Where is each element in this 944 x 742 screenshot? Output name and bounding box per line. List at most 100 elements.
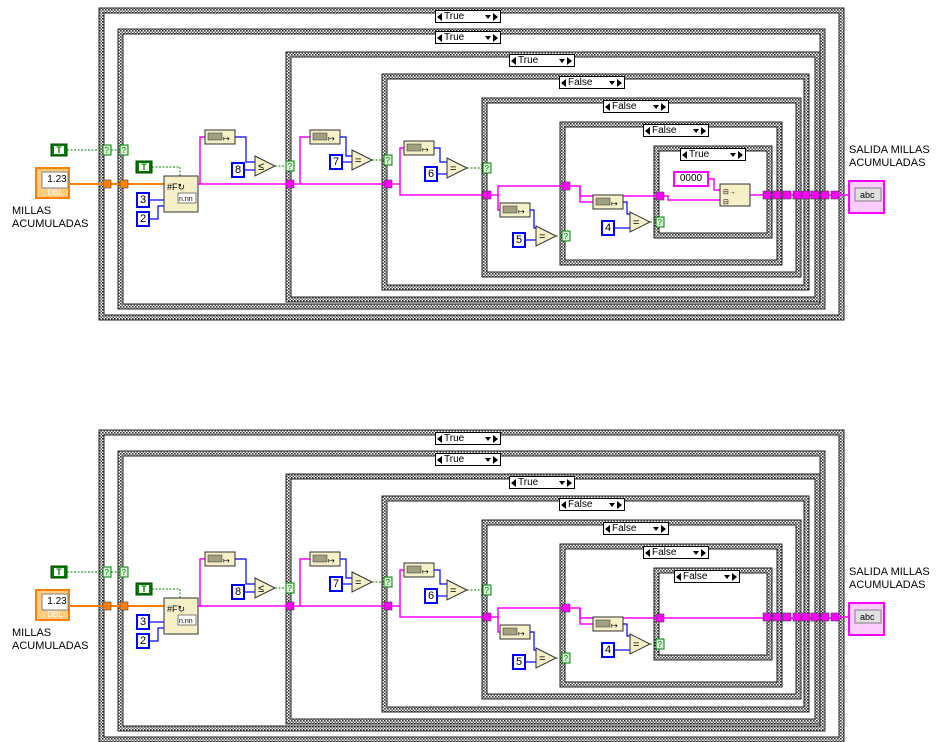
string-length-node-1-arrow: ↦ — [223, 134, 230, 143]
selector-next-arrow[interactable] — [617, 78, 622, 87]
bool-wire-2 — [152, 166, 181, 176]
string-wire-main-3 — [388, 605, 487, 618]
selector-prev-arrow[interactable] — [561, 500, 566, 509]
bool-constant-bool_constant_2-face — [139, 585, 149, 593]
selector-dropdown-arrow[interactable] — [693, 550, 699, 555]
case-selector-2[interactable]: True — [509, 54, 575, 67]
selector-next-arrow[interactable] — [617, 500, 622, 509]
compare-node-8-sym: ≤ — [258, 583, 264, 595]
selector-next-arrow[interactable] — [493, 33, 498, 42]
selector-dropdown-arrow[interactable] — [609, 502, 615, 507]
numeric-constant-compare_8: 8 — [234, 164, 242, 176]
selector-dropdown-arrow[interactable] — [609, 80, 615, 85]
case-selector-0[interactable]: True — [435, 10, 501, 23]
case-selector-4[interactable]: False — [603, 100, 669, 113]
string-length-node-3-glyph — [406, 143, 422, 152]
selector-dropdown-arrow[interactable] — [485, 436, 491, 441]
selector-terminal-6-q: ? — [564, 232, 569, 241]
string-length-node-4-arrow: ↦ — [518, 207, 525, 216]
tunnel-orange-2 — [119, 601, 129, 611]
string-length-node-2-glyph — [312, 132, 328, 141]
int-wire-size-1 — [235, 136, 255, 163]
case-selector-13[interactable]: False — [674, 570, 740, 583]
case-selector-1[interactable]: True — [435, 31, 501, 44]
selector-dropdown-arrow[interactable] — [559, 58, 565, 63]
compare-node-7 — [351, 571, 374, 593]
compare-node-6 — [446, 157, 469, 179]
selector-prev-arrow[interactable] — [676, 572, 681, 581]
case-selector-3[interactable]: False — [559, 76, 625, 89]
selector-prev-arrow[interactable] — [561, 78, 566, 87]
string-length-node-5-glyph — [595, 619, 611, 628]
selector-prev-arrow[interactable] — [645, 548, 650, 557]
selector-dropdown-arrow[interactable] — [653, 104, 659, 109]
output-label: SALIDA MILLAS ACUMULADAS — [849, 144, 930, 169]
string-wire-main-3 — [388, 183, 487, 196]
nts-glyph-box — [177, 192, 197, 204]
string-wire-const — [708, 178, 720, 191]
selector-prev-arrow[interactable] — [645, 126, 650, 135]
compare-node-8-sym: ≤ — [258, 161, 264, 173]
selector-next-arrow[interactable] — [661, 524, 666, 533]
int-wire-2 — [149, 627, 164, 642]
dbl-tag: DBL — [47, 610, 63, 619]
selector-dropdown-arrow[interactable] — [485, 457, 491, 462]
tunnel-orange-1 — [102, 179, 112, 189]
case-selector-5[interactable]: False — [643, 124, 709, 137]
selector-next-arrow[interactable] — [567, 478, 572, 487]
selector-dropdown-arrow[interactable] — [693, 128, 699, 133]
selector-prev-arrow[interactable] — [437, 434, 442, 443]
selector-prev-arrow[interactable] — [605, 524, 610, 533]
selector-next-arrow[interactable] — [493, 455, 498, 464]
selector-dropdown-arrow[interactable] — [485, 14, 491, 19]
nts-glyph-box — [177, 614, 197, 626]
selector-prev-arrow[interactable] — [437, 12, 442, 21]
tunnel-out-4 — [792, 612, 802, 622]
case-selector-6[interactable]: True — [680, 148, 746, 161]
selector-prev-arrow[interactable] — [437, 455, 442, 464]
selector-next-arrow[interactable] — [732, 572, 737, 581]
string-wire-to-size-3 — [399, 147, 404, 184]
selector-value: True — [518, 55, 539, 66]
tunnel-out-7 — [820, 190, 830, 200]
case-selector-12[interactable]: False — [643, 546, 709, 559]
selector-dropdown-arrow[interactable] — [730, 152, 736, 157]
selector-next-arrow[interactable] — [701, 126, 706, 135]
selector-value: True — [689, 149, 710, 160]
selector-prev-arrow[interactable] — [511, 56, 516, 65]
selector-prev-arrow[interactable] — [511, 478, 516, 487]
string-length-node-3-arrow: ↦ — [422, 145, 429, 154]
selector-prev-arrow[interactable] — [682, 150, 687, 159]
selector-dropdown-arrow[interactable] — [485, 35, 491, 40]
case-selector-8[interactable]: True — [435, 453, 501, 466]
selector-next-arrow[interactable] — [661, 102, 666, 111]
selector-dropdown-arrow[interactable] — [559, 480, 565, 485]
tunnel-out-7 — [820, 612, 830, 622]
int-wire-size-2 — [340, 558, 352, 579]
tunnel-out-2 — [772, 612, 782, 622]
case-selector-10[interactable]: False — [559, 498, 625, 511]
case-selector-11[interactable]: False — [603, 522, 669, 535]
compare-node-5-sym: = — [539, 231, 545, 243]
dbl-tag: DBL — [47, 188, 63, 197]
tunnel-out-1 — [762, 612, 772, 622]
selector-terminal-7 — [655, 638, 665, 650]
selector-prev-arrow[interactable] — [605, 102, 610, 111]
selector-next-arrow[interactable] — [567, 56, 572, 65]
case-selector-9[interactable]: True — [509, 476, 575, 489]
input-label: MILLAS ACUMULADAS — [12, 627, 89, 652]
selector-dropdown-arrow[interactable] — [724, 574, 730, 579]
string-wire-to-size-4 — [497, 617, 500, 633]
nts-glyph-2: n.nn — [179, 618, 193, 625]
selector-next-arrow[interactable] — [738, 150, 743, 159]
selector-next-arrow[interactable] — [493, 12, 498, 21]
case-selector-7[interactable]: True — [435, 432, 501, 445]
selector-next-arrow[interactable] — [493, 434, 498, 443]
selector-dropdown-arrow[interactable] — [653, 526, 659, 531]
compare-node-5 — [535, 647, 558, 669]
compare-node-7-sym: = — [355, 155, 361, 167]
selector-prev-arrow[interactable] — [437, 33, 442, 42]
string-wire-inner-1 — [660, 195, 720, 201]
selector-next-arrow[interactable] — [701, 548, 706, 557]
